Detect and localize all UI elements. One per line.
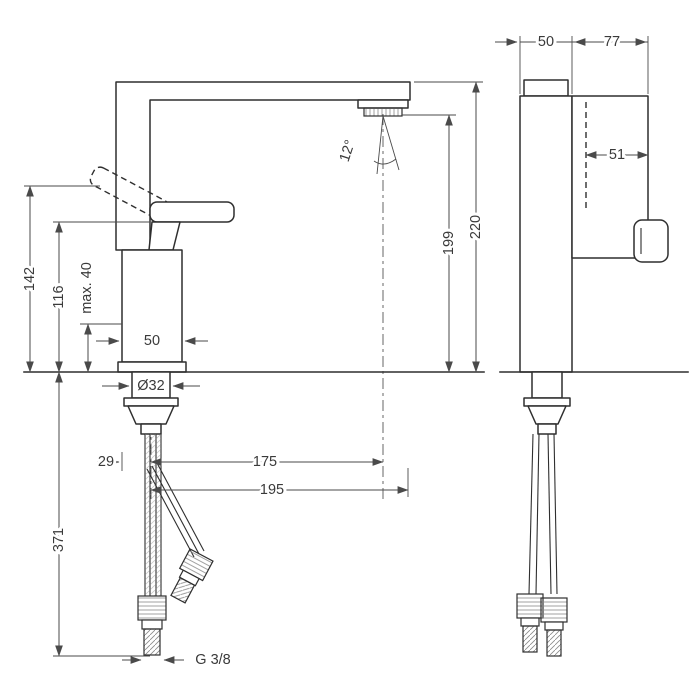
dim-spray-angle: 12° (334, 135, 362, 167)
side-hose-connector-right (540, 597, 568, 657)
mounting-hardware-front (123, 371, 179, 435)
mounting-nut (127, 405, 175, 425)
faucet-body (121, 249, 183, 363)
supply-hose-vertical (144, 434, 162, 596)
dim-reach-175: 175 (150, 451, 384, 473)
hose-connector-angled (170, 548, 214, 604)
dim-50-body-label: 50 (144, 333, 160, 349)
dim-51-label: 51 (609, 147, 625, 163)
thread-tip (143, 628, 161, 656)
hose-connector-bottom (137, 595, 167, 656)
dim-199-label: 199 (441, 231, 457, 255)
dim-projection-195: 195 (150, 468, 409, 501)
mounting-shank (131, 371, 171, 399)
dim-116-label: 116 (51, 285, 67, 308)
hose-fitting (140, 423, 162, 435)
dim-142-label: 142 (22, 267, 38, 291)
lever-handle (149, 201, 235, 223)
dim-thread-g38: G 3/8 (122, 649, 234, 671)
dim-height-220: 220 (414, 81, 487, 373)
dim-371-label: 371 (51, 528, 67, 552)
dim-hose-371: 371 (48, 371, 150, 657)
dim-height-142: 142 (19, 185, 100, 373)
dim-offset-29: 29 (95, 451, 123, 473)
side-hose-connector-left (516, 593, 544, 653)
dim-29-label: 29 (98, 454, 114, 470)
side-handle (633, 219, 669, 263)
mounting-washer (123, 397, 179, 407)
mounting-hardware-side (523, 371, 571, 435)
lever-neck (148, 221, 181, 251)
dim-height-116: 116 (48, 221, 150, 373)
side-supply-hoses (516, 433, 568, 657)
supply-hose-angled (146, 462, 214, 604)
spray-angle-indicator (373, 115, 400, 175)
side-view: 50 77 51 (495, 31, 689, 657)
hose-braid-texture (145, 434, 161, 596)
aerator (363, 107, 403, 117)
dim-51: 51 (585, 144, 649, 166)
dim-195-label: 195 (260, 482, 284, 498)
dim-g38-label: G 3/8 (195, 652, 230, 668)
spout-outline (115, 81, 411, 251)
dim-height-199: 199 (402, 114, 460, 373)
dim-50-top-label: 50 (538, 34, 554, 50)
dim-175-label: 175 (253, 454, 277, 470)
base-plate (117, 361, 187, 373)
dim-o32-label: Ø32 (137, 378, 164, 394)
dim-77-label: 77 (604, 34, 620, 50)
dim-depth-50-77: 50 77 (495, 31, 649, 94)
spout-outlet-collar (357, 99, 409, 109)
dim-max40-label: max. 40 (79, 262, 95, 314)
dim-max-40: max. 40 (76, 259, 122, 373)
side-top-cap (523, 79, 569, 97)
side-column (519, 95, 573, 373)
dim-body-width-50: 50 (96, 330, 208, 352)
dim-12deg-label: 12° (337, 138, 359, 164)
front-view: 142 116 max. 40 371 50 Ø32 (19, 81, 487, 671)
dim-220-label: 220 (468, 215, 484, 239)
dim-hole-diameter: Ø32 (102, 375, 200, 397)
